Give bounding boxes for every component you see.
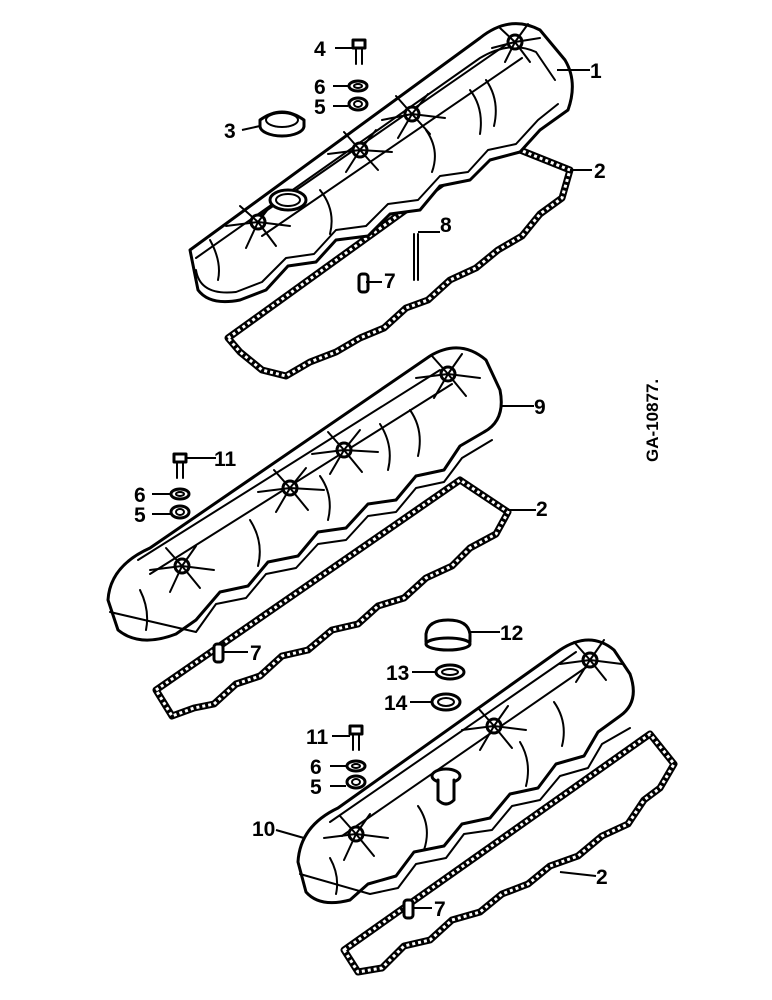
callout-7: 7 — [250, 642, 262, 665]
callout-13: 13 — [386, 662, 409, 685]
callout-8: 8 — [440, 214, 452, 237]
dowel-7-middle — [212, 642, 225, 664]
star-boss — [491, 23, 541, 63]
star-boss — [381, 93, 446, 139]
seal-5-middle — [169, 504, 191, 520]
callout-14: 14 — [384, 692, 408, 715]
bolt-11-middle — [172, 452, 188, 479]
callout-9: 9 — [534, 396, 546, 419]
grommet-3 — [258, 110, 306, 138]
callout-5: 5 — [310, 776, 322, 799]
middle-assembly — [106, 346, 512, 720]
star-boss — [415, 353, 481, 399]
star-boss — [559, 639, 623, 683]
bottom-assembly — [296, 618, 678, 976]
callout-6: 6 — [134, 484, 146, 507]
callout-5: 5 — [314, 96, 326, 119]
gasket-bottom — [340, 730, 678, 976]
callout-2: 2 — [536, 498, 548, 521]
washer-6-top — [347, 79, 369, 93]
washer-6-bottom — [345, 759, 367, 773]
valve-cover-9 — [106, 346, 503, 642]
drawing-reference: GA-10877. — [643, 379, 662, 462]
callout-5: 5 — [134, 504, 146, 527]
leader-lines — [152, 47, 597, 909]
valve-cover-1 — [188, 22, 574, 304]
washer-6-middle — [169, 487, 191, 501]
callout-11: 11 — [214, 448, 237, 471]
callout-1: 1 — [590, 60, 602, 83]
callout-6: 6 — [314, 76, 326, 99]
cap-12 — [424, 618, 472, 652]
seal-5-top — [347, 96, 369, 112]
valve-cover-10 — [296, 638, 635, 905]
star-boss — [323, 813, 389, 861]
bolt-11-bottom — [348, 724, 364, 751]
callout-7: 7 — [384, 270, 396, 293]
top-assembly — [188, 22, 574, 380]
seal-5-bottom — [345, 774, 367, 790]
stud-8 — [413, 233, 419, 281]
gasket-middle — [152, 476, 512, 720]
callout-2: 2 — [594, 160, 606, 183]
callout-2: 2 — [596, 866, 608, 889]
callout-3: 3 — [224, 120, 236, 143]
callout-7: 7 — [434, 898, 446, 921]
callout-numbers: 1 4 6 5 3 2 8 7 9 11 6 5 2 7 12 13 14 11… — [134, 38, 608, 921]
callout-12: 12 — [500, 622, 523, 645]
bolt-4 — [351, 38, 367, 65]
filler-neck — [430, 767, 462, 806]
callout-10: 10 — [252, 818, 275, 841]
ring-14 — [430, 692, 462, 712]
gasket-top — [224, 138, 574, 380]
dowel-7-bottom — [402, 898, 415, 920]
star-boss — [461, 705, 527, 751]
star-boss — [225, 203, 291, 249]
star-boss — [327, 129, 393, 173]
star-boss — [257, 467, 325, 513]
oring-13 — [434, 663, 466, 681]
star-boss — [149, 545, 215, 593]
callout-11: 11 — [306, 726, 329, 749]
callout-6: 6 — [310, 756, 322, 779]
callout-4: 4 — [314, 38, 326, 61]
star-boss — [311, 429, 379, 475]
